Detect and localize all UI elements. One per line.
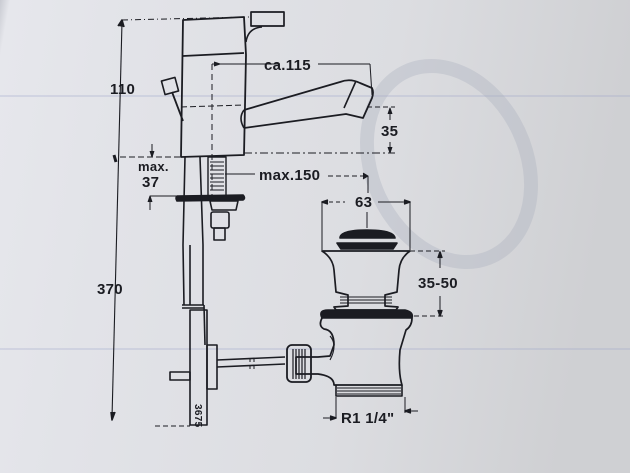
paper-fold-line xyxy=(0,95,630,97)
label-total-height: 370 xyxy=(97,281,123,298)
label-part-number: 3675 xyxy=(192,404,203,428)
pop-up-rod xyxy=(155,309,286,427)
dimension-spout-reach xyxy=(213,61,373,96)
dimension-max-length xyxy=(225,172,369,193)
label-max-length: max.150 xyxy=(259,167,321,184)
label-tap-height: 110 xyxy=(110,81,136,98)
paper-fold-line xyxy=(0,348,630,350)
label-thread-size: R1 1/4" xyxy=(341,410,395,427)
label-deck-max: max. xyxy=(138,159,169,174)
waste-assembly xyxy=(286,199,445,421)
label-deck-thickness: 37 xyxy=(142,174,160,191)
label-spout-reach: ca.115 xyxy=(264,57,311,74)
dimension-spout-height xyxy=(244,106,395,154)
dimension-deck-thickness xyxy=(120,144,181,210)
label-spout-height: 35 xyxy=(381,123,399,140)
tap-shank-and-tails xyxy=(175,156,246,346)
tap-body xyxy=(160,11,374,200)
label-waste-range: 35-50 xyxy=(418,275,458,292)
label-waste-diameter: 63 xyxy=(355,194,373,211)
